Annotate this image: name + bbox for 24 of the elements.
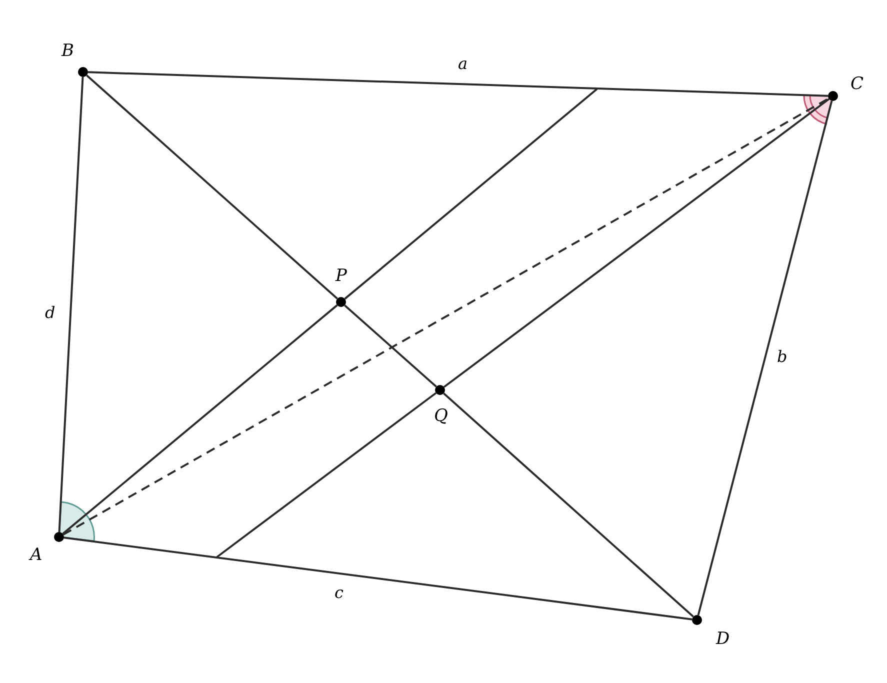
line-segment xyxy=(344,88,598,300)
line-segment xyxy=(86,74,338,300)
point-label: P xyxy=(336,267,347,285)
line-segment xyxy=(58,76,84,532)
line-segment xyxy=(443,98,830,388)
point xyxy=(434,385,448,425)
point-label: Q xyxy=(434,407,448,425)
line-segment xyxy=(697,100,833,616)
line-segment xyxy=(216,392,437,558)
dashed-line xyxy=(62,98,830,536)
point-label: D xyxy=(716,630,730,648)
point-label: B xyxy=(62,42,74,60)
point-label: C xyxy=(850,75,864,93)
point-label: A xyxy=(30,546,42,564)
point xyxy=(62,42,88,77)
line-segment xyxy=(344,304,437,388)
side-label: d xyxy=(43,305,58,321)
point xyxy=(336,267,346,307)
line-segment xyxy=(64,536,692,620)
side-label: b xyxy=(775,349,790,365)
line-segment xyxy=(443,392,694,618)
point xyxy=(828,75,864,101)
line-segment xyxy=(88,71,828,97)
line-segment xyxy=(62,304,338,535)
